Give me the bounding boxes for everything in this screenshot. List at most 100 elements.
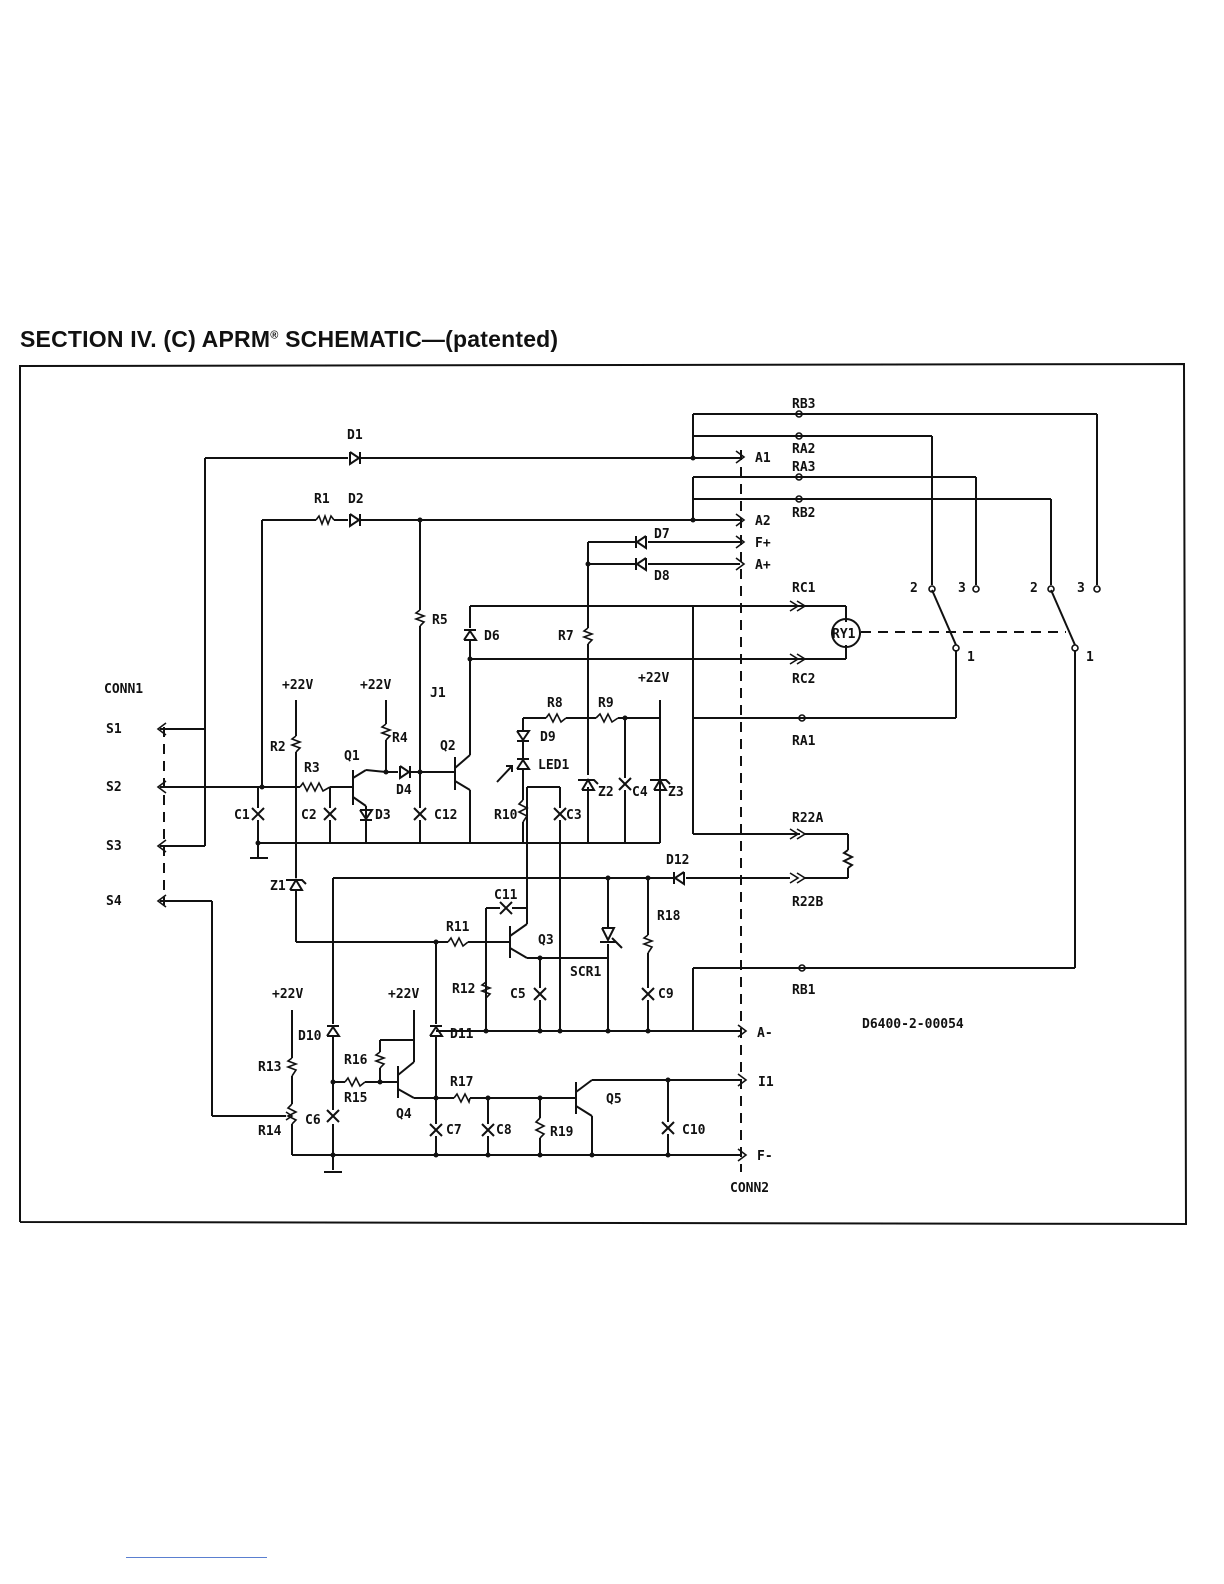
label-r14: R14 (258, 1124, 282, 1139)
contact-3b (1093, 585, 1101, 593)
label-r16: R16 (344, 1053, 368, 1068)
conn2-pin-fminus: F- (757, 1149, 773, 1164)
label-c8: C8 (496, 1123, 512, 1138)
terminal-r22a: R22A (792, 811, 823, 826)
label-d1: D1 (347, 428, 363, 443)
supply-label-q2: +22V (360, 678, 391, 693)
label-r15: R15 (344, 1091, 367, 1106)
label-j1: J1 (430, 686, 446, 701)
footer-rule (126, 1557, 267, 1558)
label-r19: R19 (550, 1125, 573, 1140)
terminal-rc2: RC2 (792, 672, 815, 687)
label-r11: R11 (446, 920, 470, 935)
label-d8: D8 (654, 569, 670, 584)
label-r7: R7 (558, 629, 574, 644)
label-z1: Z1 (270, 879, 286, 894)
conn1-title: CONN1 (104, 682, 143, 697)
label-q3: Q3 (538, 933, 554, 948)
conn2-title: CONN2 (730, 1181, 769, 1196)
label-c5: C5 (510, 987, 526, 1002)
conn1-pin-s2: S2 (106, 780, 122, 795)
supply-label-led: +22V (638, 671, 669, 686)
conn2-pin-fplus: F+ (755, 536, 771, 551)
drawing-number: D6400-2-00054 (862, 1017, 964, 1032)
contact-arm-b (1050, 589, 1076, 646)
relay-wiring (692, 413, 1098, 1031)
label-r4: R4 (392, 731, 408, 746)
label-d12: D12 (666, 853, 689, 868)
label-c2: C2 (301, 808, 317, 823)
label-d10: D10 (298, 1029, 322, 1044)
conn1-arrows (156, 722, 167, 908)
label-d3: D3 (375, 808, 391, 823)
label-r12: R12 (452, 982, 475, 997)
label-c6: C6 (305, 1113, 321, 1128)
label-q4: Q4 (396, 1107, 412, 1122)
component-labels: D1 D2 D3 D4 D6 D7 D8 D9 D10 D11 D12 R1 R… (234, 428, 706, 1140)
conn1-pin-s1: S1 (106, 722, 122, 737)
label-c1: C1 (234, 808, 250, 823)
contact-1b (1071, 644, 1079, 652)
label-z2: Z2 (598, 785, 614, 800)
label-c10: C10 (682, 1123, 706, 1138)
contact-2a (928, 585, 936, 593)
conn2-pin-a1: A1 (755, 451, 771, 466)
contact-arm-a (931, 589, 957, 646)
title-prefix: SECTION IV. (C) APRM (20, 326, 271, 352)
capacitor-symbols (251, 777, 675, 1137)
conn2-pin-aminus: A- (757, 1026, 773, 1041)
diode-symbols (286, 451, 685, 1037)
relay-contacts: 2 3 1 2 3 1 (910, 581, 1101, 665)
label-scr1: SCR1 (570, 965, 601, 980)
label-q1: Q1 (344, 749, 360, 764)
label-c3: C3 (566, 808, 582, 823)
relay-coil-wiring (470, 605, 847, 660)
resistor-symbols (285, 513, 655, 1139)
label-d7: D7 (654, 527, 670, 542)
label-r8: R8 (547, 696, 563, 711)
label-r9: R9 (598, 696, 614, 711)
contact-num-3b: 3 (1077, 581, 1085, 596)
label-r17: R17 (450, 1075, 473, 1090)
conn1-pin-s3: S3 (106, 839, 122, 854)
terminal-ra1: RA1 (792, 734, 816, 749)
supply-label-q1: +22V (282, 678, 313, 693)
relay-terminal-dots (789, 410, 807, 972)
label-r1: R1 (314, 492, 330, 507)
label-r10: R10 (494, 808, 518, 823)
terminal-rc1: RC1 (792, 581, 816, 596)
junction-dots (255, 455, 696, 1158)
terminal-ra3: RA3 (792, 460, 815, 475)
label-c11: C11 (494, 888, 518, 903)
label-r5: R5 (432, 613, 448, 628)
label-c4: C4 (632, 785, 648, 800)
label-r2: R2 (270, 740, 286, 755)
contact-num-2b: 2 (1030, 581, 1038, 596)
contact-1a (952, 644, 960, 652)
terminal-rb1: RB1 (792, 983, 816, 998)
label-z3: Z3 (668, 785, 684, 800)
terminal-rb3: RB3 (792, 397, 815, 412)
terminal-rb2: RB2 (792, 506, 815, 521)
label-c7: C7 (446, 1123, 462, 1138)
conn2-arrows (735, 450, 748, 1162)
terminal-ra2: RA2 (792, 442, 815, 457)
conn1-pin-s4: S4 (106, 894, 122, 909)
label-q2: Q2 (440, 739, 456, 754)
label-d11: D11 (450, 1027, 474, 1042)
supply-label-q4: +22V (388, 987, 419, 1002)
main-wiring (160, 457, 790, 1173)
label-q5: Q5 (606, 1092, 622, 1107)
contact-num-1b: 1 (1086, 650, 1094, 665)
label-c12: C12 (434, 808, 457, 823)
contact-num-2a: 2 (910, 581, 918, 596)
frame-border (19, 362, 1188, 1226)
relay-coil-label: RY1 (832, 627, 856, 642)
title-suffix: SCHEMATIC—(patented) (278, 326, 559, 352)
conn2-pin-aplus: A+ (755, 558, 771, 573)
label-r13: R13 (258, 1060, 281, 1075)
label-c9: C9 (658, 987, 674, 1002)
contact-2b (1047, 585, 1055, 593)
contact-num-3a: 3 (958, 581, 966, 596)
